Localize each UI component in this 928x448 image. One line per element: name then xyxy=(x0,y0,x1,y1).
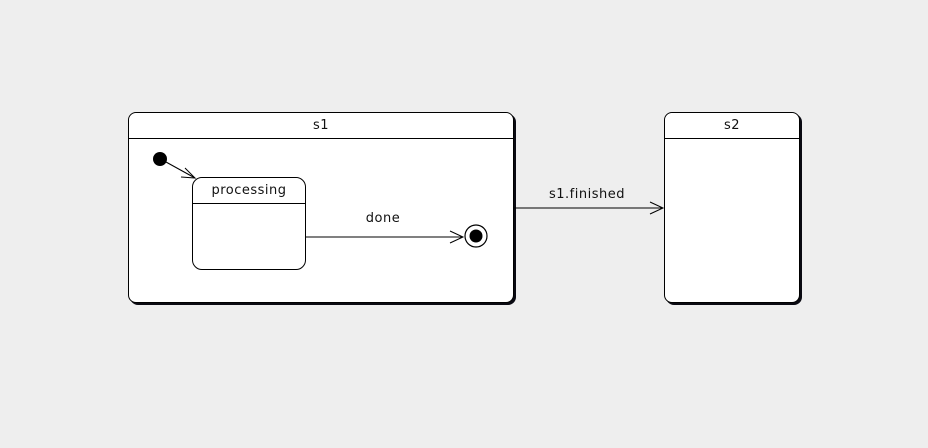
state-s1-title: s1 xyxy=(129,113,513,139)
transition-s1-finished-label[interactable]: s1.finished xyxy=(549,187,625,202)
state-s2-title: s2 xyxy=(665,113,799,139)
state-s2[interactable]: s2 xyxy=(664,112,800,303)
state-processing[interactable]: processing xyxy=(192,177,306,270)
open-arrowhead-icon xyxy=(649,201,665,215)
state-processing-title: processing xyxy=(193,178,305,204)
transition-done-label[interactable]: done xyxy=(365,211,401,226)
transition-s1-finished[interactable] xyxy=(514,201,665,215)
state-s1[interactable]: s1 xyxy=(128,112,514,303)
